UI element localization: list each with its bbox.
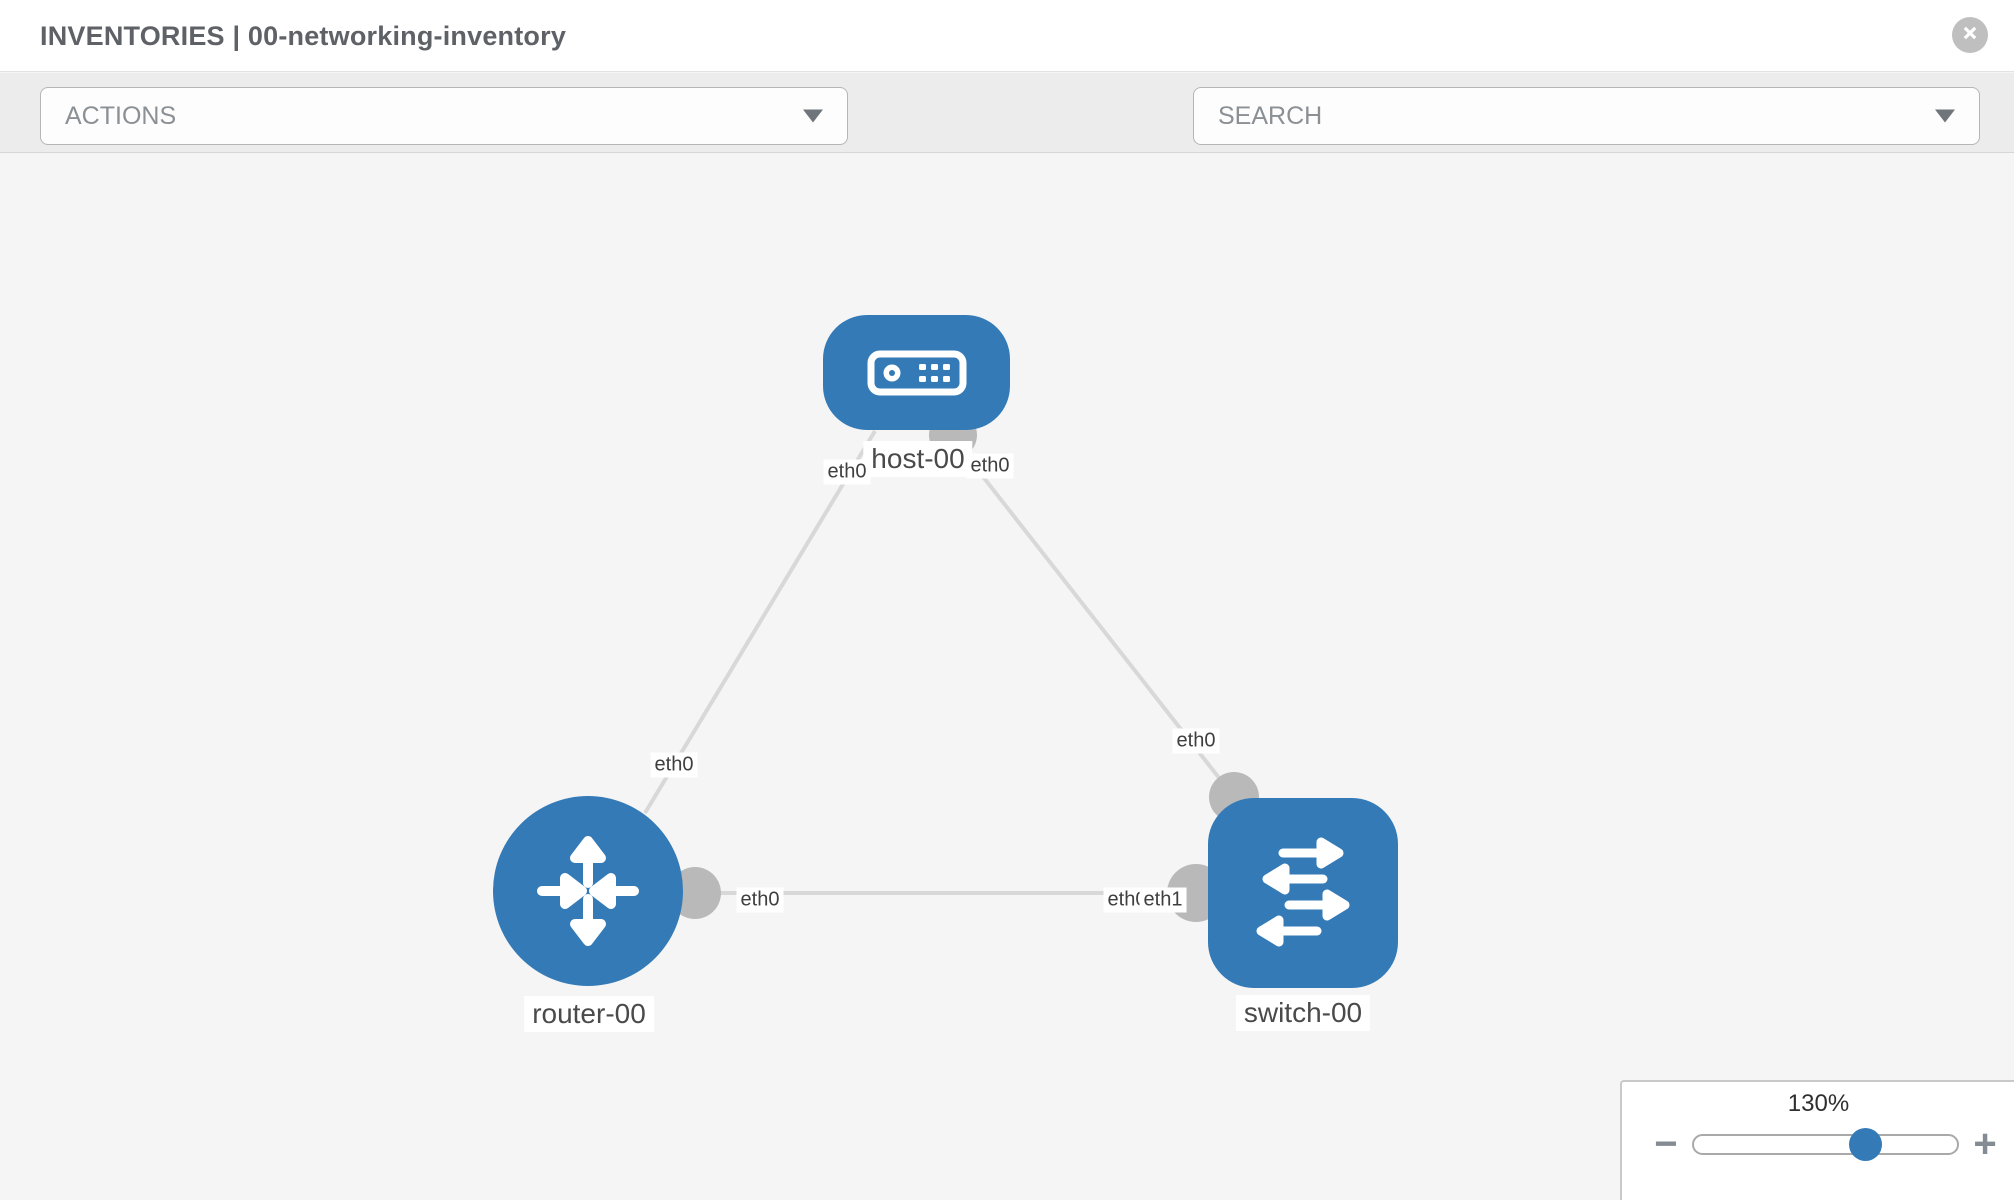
header-bar: INVENTORIES | 00-networking-inventory xyxy=(0,0,2014,72)
host-icon xyxy=(867,350,967,396)
router-switch-switch-if-label: eth1 xyxy=(1139,887,1187,913)
router-switch-overlapped-if-label: eth0 xyxy=(1103,887,1151,913)
zoom-level-value: 130% xyxy=(1787,1090,1850,1117)
actions-dropdown[interactable]: ACTIONS xyxy=(40,87,848,145)
router-switch-router-if-label: eth0 xyxy=(736,887,784,913)
page-title: INVENTORIES | 00-networking-inventory xyxy=(40,20,567,51)
node-switch-00[interactable] xyxy=(1208,798,1398,988)
router-icon xyxy=(528,831,648,951)
chevron-down-icon xyxy=(1935,109,1955,123)
zoom-out-button[interactable]: − xyxy=(1654,1121,1678,1166)
zoom-panel: 130% − + xyxy=(1620,1080,2014,1200)
topology-canvas[interactable]: host-00 router-00 switch-00 eth0 eth0 et… xyxy=(0,154,2014,1200)
toolbar: ACTIONS SEARCH xyxy=(0,73,2014,215)
node-host-00[interactable] xyxy=(823,315,1010,430)
host-switch-host-if-label: eth0 xyxy=(966,453,1014,479)
close-icon xyxy=(1961,24,1979,47)
close-button[interactable] xyxy=(1952,17,1988,53)
host-router-router-if-label: eth0 xyxy=(650,752,698,778)
links-layer xyxy=(643,429,1236,895)
search-dropdown[interactable]: SEARCH xyxy=(1193,87,1980,145)
search-dropdown-label: SEARCH xyxy=(1218,101,1323,130)
zoom-in-button[interactable]: + xyxy=(1973,1121,1997,1166)
host-router-host-if-label: eth0 xyxy=(823,459,871,485)
switch-icon xyxy=(1241,831,1365,955)
link-host-router[interactable] xyxy=(643,429,877,815)
chevron-down-icon xyxy=(803,109,823,123)
router-label: router-00 xyxy=(524,996,654,1032)
switch-label: switch-00 xyxy=(1235,995,1371,1031)
node-router-00[interactable] xyxy=(493,796,683,986)
zoom-slider-track[interactable] xyxy=(1692,1134,1959,1155)
zoom-slider-thumb[interactable] xyxy=(1849,1128,1882,1161)
host-switch-switch-if-label: eth0 xyxy=(1172,728,1220,754)
host-label: host-00 xyxy=(863,441,973,477)
actions-dropdown-label: ACTIONS xyxy=(65,101,177,130)
